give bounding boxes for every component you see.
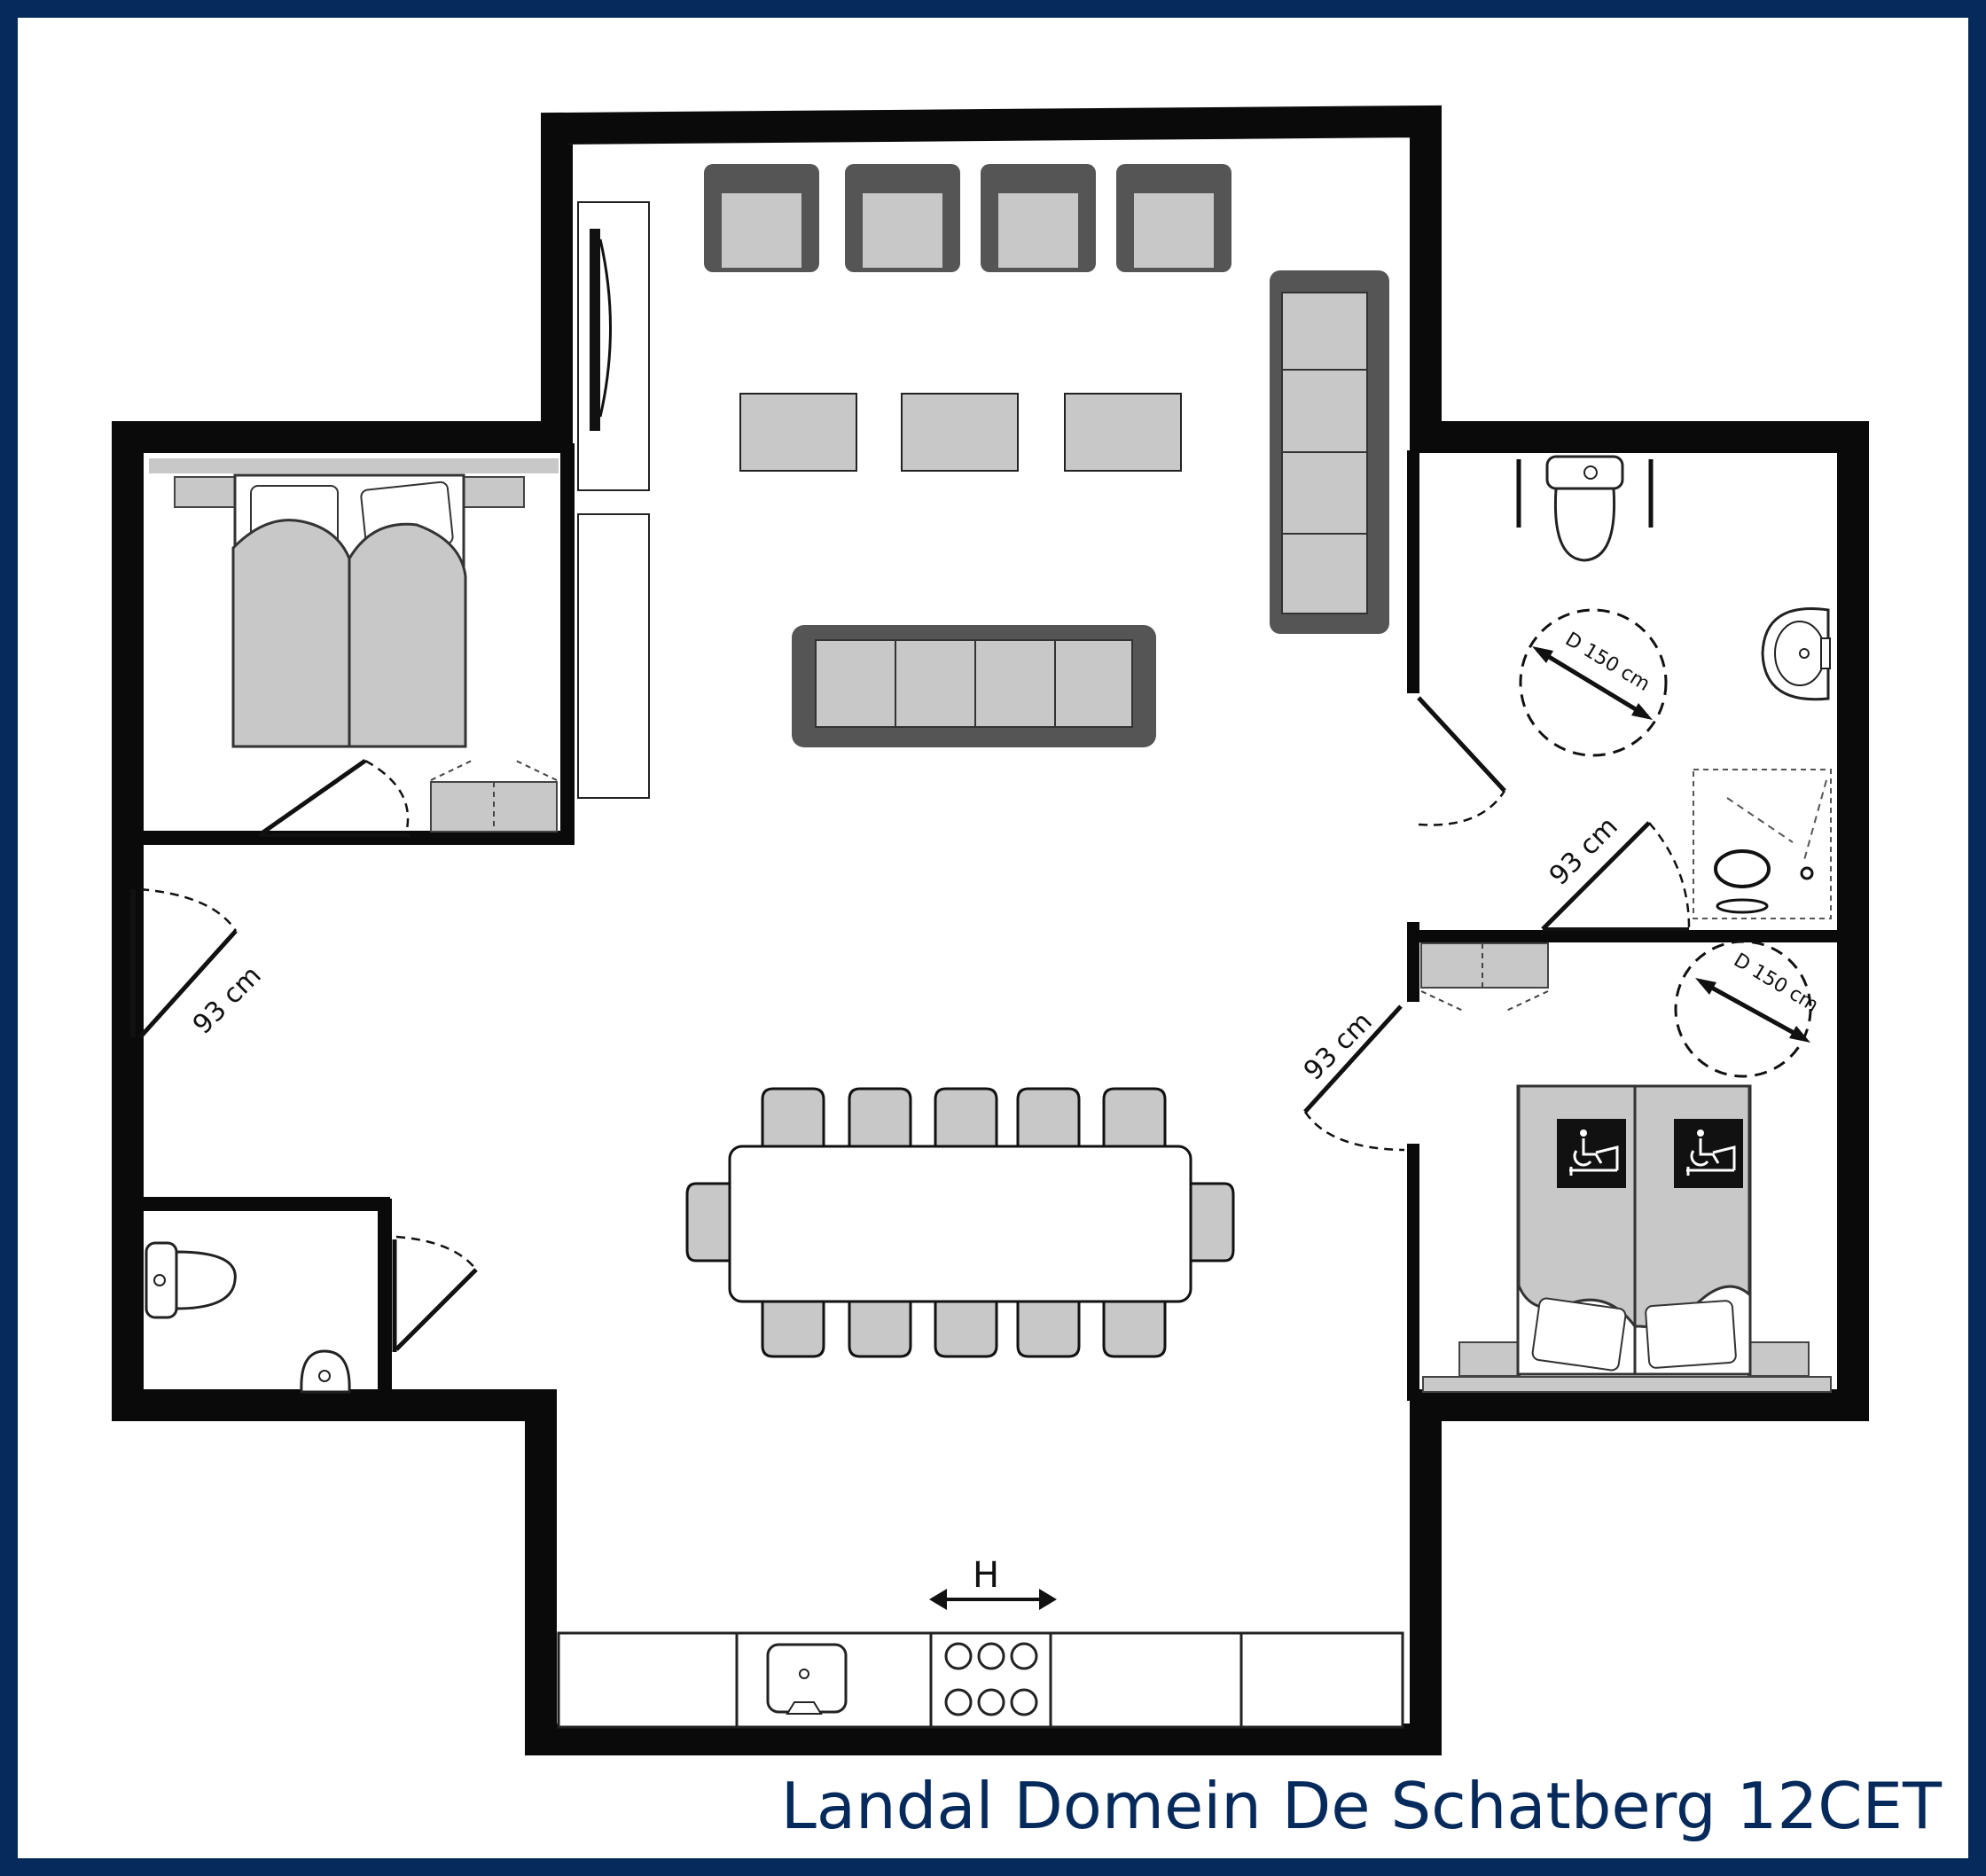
kitchen-sink bbox=[766, 1643, 848, 1715]
dining-chairs-top bbox=[761, 1087, 1167, 1154]
wheelchair-bed-icon bbox=[1557, 1119, 1626, 1188]
sofa-right bbox=[1270, 270, 1389, 634]
armchairs bbox=[704, 164, 1231, 272]
toilet bbox=[1545, 455, 1624, 562]
small-wc bbox=[145, 1235, 478, 1394]
sofa-center bbox=[792, 625, 1156, 747]
cooktop bbox=[944, 1642, 1038, 1716]
interior-walls bbox=[129, 443, 1853, 1405]
wardrobe bbox=[1420, 942, 1549, 989]
dining-chairs-ends bbox=[685, 1182, 1235, 1262]
door-width-label-bath: 93 cm bbox=[1544, 811, 1624, 892]
dining-chairs-bottom bbox=[761, 1293, 1167, 1358]
tv-unit bbox=[577, 201, 650, 799]
wheelchair-bed-icon bbox=[1674, 1119, 1743, 1188]
kitchen: H bbox=[557, 1555, 1404, 1729]
wash-basin bbox=[300, 1349, 351, 1394]
shower-area bbox=[1693, 769, 1832, 919]
accessible-bedroom: D 150 cm bbox=[1420, 940, 1832, 1393]
wash-basin bbox=[1761, 607, 1831, 701]
armchair bbox=[704, 164, 819, 272]
entrance-door: 93 cm bbox=[130, 887, 268, 1041]
left-bedroom bbox=[149, 458, 559, 837]
dining-table bbox=[728, 1145, 1192, 1303]
coffee-tables bbox=[739, 393, 1182, 472]
toilet bbox=[145, 1241, 237, 1319]
dining-area bbox=[685, 1087, 1235, 1358]
turning-circle: D 150 cm bbox=[1519, 608, 1668, 757]
hood-marker: H bbox=[929, 1555, 1057, 1610]
armchair bbox=[845, 164, 960, 272]
armchair bbox=[981, 164, 1096, 272]
turning-circle: D 150 cm bbox=[1674, 940, 1822, 1078]
center-door: 93 cm bbox=[1298, 1004, 1405, 1152]
accessible-bathroom: D 150 cm 93 cm bbox=[1417, 455, 1832, 931]
walls bbox=[112, 105, 1869, 1755]
hood-label: H bbox=[973, 1555, 999, 1596]
turning-circle-label-bath: D 150 cm bbox=[1561, 629, 1654, 696]
armchair bbox=[1116, 164, 1231, 272]
shower-seat bbox=[1714, 849, 1771, 888]
plan-title: Landal Domein De Schatberg 12CET bbox=[781, 1769, 1943, 1843]
